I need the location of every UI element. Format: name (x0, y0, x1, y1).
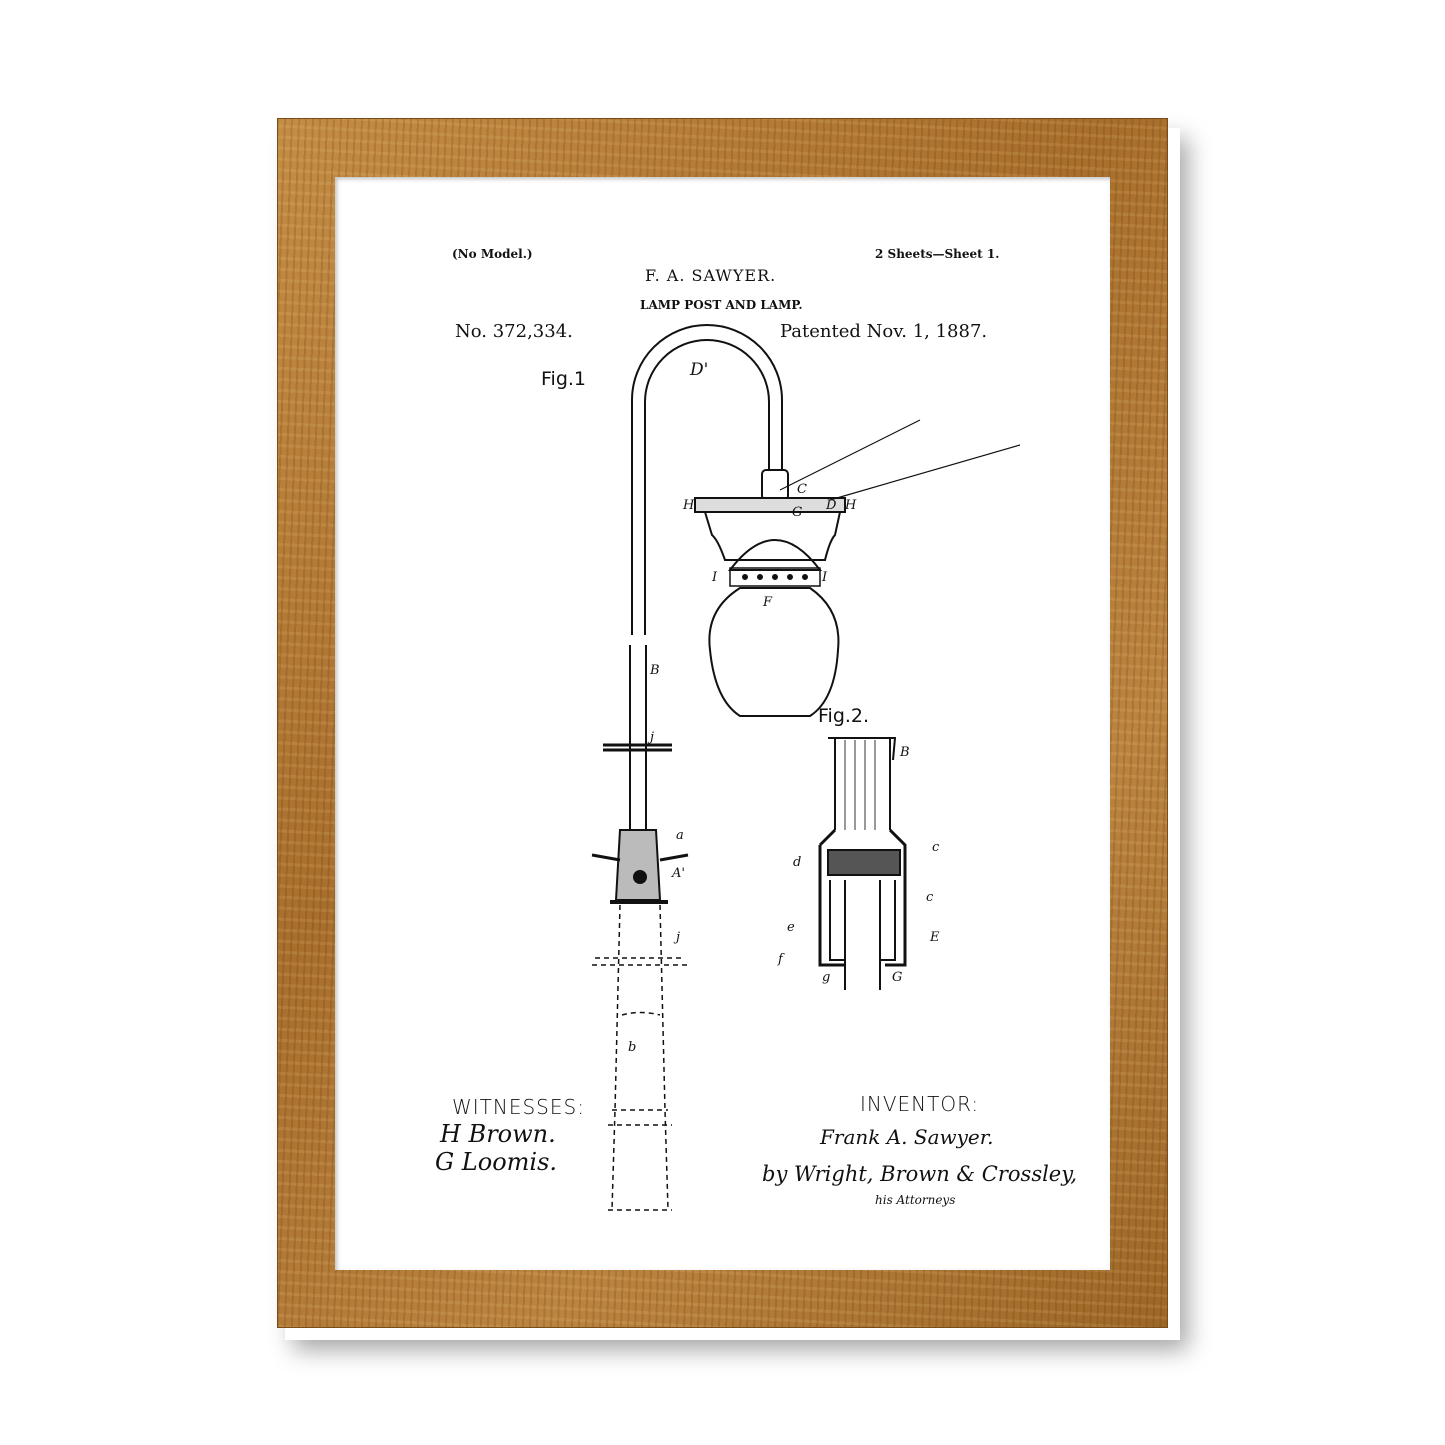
fig2-label-f: f (778, 952, 783, 967)
label-f: F (763, 595, 773, 610)
fig2-label-g-cap: G (892, 970, 903, 985)
patent-number: No. 372,334. (455, 321, 573, 342)
fig2-label: Fig.2. (818, 705, 870, 727)
fig2-label-b: B (900, 745, 910, 760)
model-note: (No Model.) (452, 247, 533, 261)
label-i-right: I (822, 570, 828, 585)
patent-title: LAMP POST AND LAMP. (640, 298, 803, 312)
fig1-label: Fig.1 (541, 368, 587, 390)
inventor-signature: Frank A. Sawyer. (820, 1125, 994, 1149)
label-a-prime: A' (672, 866, 685, 881)
label-j-upper: j (650, 730, 655, 745)
sheet-note: 2 Sheets—Sheet 1. (875, 247, 1000, 261)
label-j-lower: j (676, 930, 681, 945)
fig2-label-e: e (787, 920, 795, 935)
fig2-label-g: g (822, 970, 831, 985)
witness-signature-1: H Brown. (440, 1120, 556, 1148)
patent-date: Patented Nov. 1, 1887. (780, 321, 988, 342)
label-b-lower: b (628, 1040, 637, 1055)
label-d: D (826, 498, 837, 513)
inventor-heading: F. A. SAWYER. (645, 266, 777, 285)
label-h-left: H (683, 498, 695, 513)
label-a: a (676, 828, 684, 843)
attorneys-signature: by Wright, Brown & Crossley, (762, 1162, 1077, 1186)
witness-signature-2: G Loomis. (435, 1148, 558, 1176)
inventor-label: INVENTOR: (860, 1092, 980, 1116)
label-i-left: I (712, 570, 718, 585)
attorneys-note: his Attorneys (875, 1193, 956, 1207)
label-c: C (797, 482, 807, 497)
fig2-label-c2: c (926, 890, 934, 905)
label-d-prime: D' (690, 360, 709, 380)
patent-print (335, 177, 1110, 1270)
fig2-label-d: d (793, 855, 802, 870)
label-b: B (650, 663, 660, 678)
label-g: G (792, 505, 803, 520)
witnesses-label: WITNESSES: (452, 1095, 585, 1119)
fig2-label-e-cap: E (930, 930, 940, 945)
label-h-right: H (845, 498, 857, 513)
fig2-label-c1: c (932, 840, 940, 855)
